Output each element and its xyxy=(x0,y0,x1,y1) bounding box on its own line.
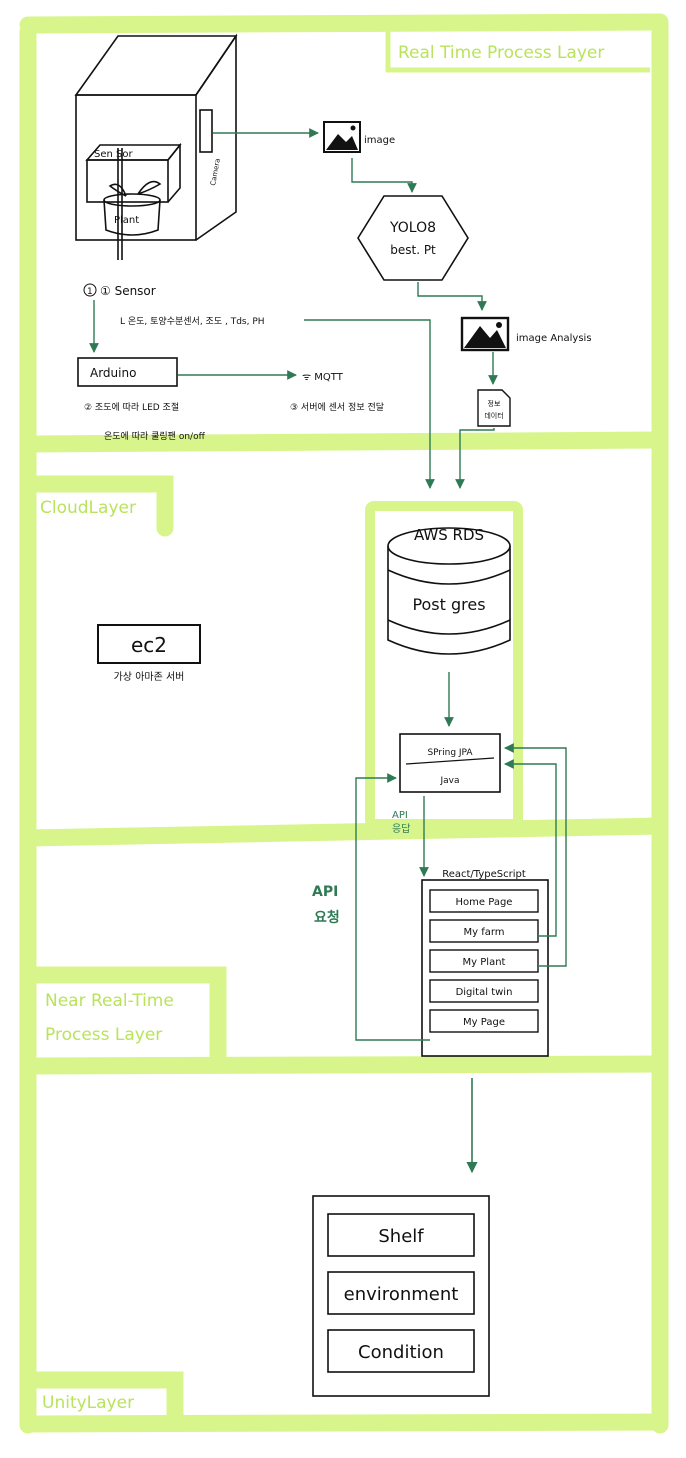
layer-label-near-real-time-2: Process Layer xyxy=(45,1025,162,1045)
separator-cloud-nearrt xyxy=(19,817,669,847)
separator-realtime-cloud xyxy=(19,431,669,453)
unity-item-environment xyxy=(327,1271,475,1315)
arrow-mypage-request xyxy=(355,773,430,1041)
camera-label: Camera xyxy=(209,158,222,186)
page-button-label: My farm xyxy=(463,927,504,938)
layer-label-unity: UnityLayer xyxy=(42,1393,134,1413)
separator-nearrt-unity xyxy=(19,1055,669,1075)
image-icon xyxy=(323,121,361,153)
info-doc-line1: 정보 xyxy=(488,399,501,408)
layer-label-near-real-time-1: Near Real-Time xyxy=(45,991,174,1011)
step1-marker-icon xyxy=(83,283,97,297)
info-doc-line2: 데이터 xyxy=(484,411,503,420)
analysis-label: image Analysis xyxy=(516,333,592,344)
spring-divider xyxy=(405,757,495,765)
api-response-line2: 응답 xyxy=(392,823,410,835)
page-button-label: My Page xyxy=(463,1017,505,1028)
frontend-title: React/TypeScript xyxy=(442,869,526,880)
step1-label: ① Sensor xyxy=(100,284,156,298)
spring-bottom-label: Java xyxy=(439,776,459,786)
layer-label-real-time: Real Time Process Layer xyxy=(398,43,604,63)
unity-item-label: environment xyxy=(344,1284,459,1305)
page-button-home-page[interactable] xyxy=(429,889,539,913)
sensor-list: L 온도, 토양수분센서, 조도 , Tds, PH xyxy=(120,316,265,327)
frame-top-band xyxy=(19,13,669,34)
arduino-box xyxy=(77,357,178,387)
page-button-label: Home Page xyxy=(456,897,513,908)
hardware-cabinet xyxy=(74,33,238,260)
sensor-box-label: Sen Sor xyxy=(94,149,133,160)
unity-label-tab xyxy=(23,1371,184,1429)
plant-label: Plant xyxy=(114,215,139,226)
arrow-image-to-yolo xyxy=(351,158,417,193)
camera-window xyxy=(199,109,213,153)
realtime-label-tab xyxy=(385,30,650,73)
database-cylinder-icon xyxy=(387,527,511,655)
unity-item-label: Condition xyxy=(358,1342,444,1363)
mqtt-label: ᯤ MQTT xyxy=(302,372,344,383)
api-request-line1: API xyxy=(312,884,338,900)
step2-line1: ② 조도에 따라 LED 조절 xyxy=(84,401,179,413)
ec2-caption: 가상 아마존 서버 xyxy=(114,671,185,683)
yolo-model-hexagon xyxy=(357,195,469,281)
step1-num: 1 xyxy=(87,287,93,297)
image-label: image xyxy=(364,135,395,146)
ec2-box xyxy=(97,624,201,664)
yolo-name: YOLO8 xyxy=(389,220,436,236)
arrow-doc-to-rds xyxy=(455,428,495,489)
page-button-label: Digital twin xyxy=(456,987,513,998)
spring-box xyxy=(399,733,501,793)
page-button-my-plant[interactable] xyxy=(429,949,539,973)
api-response-line1: API xyxy=(392,810,408,821)
frame-bottom-band xyxy=(19,1413,669,1433)
layer-label-cloud: CloudLayer xyxy=(40,498,136,518)
cloud-label-tab xyxy=(23,475,174,537)
step3-label: ③ 서버에 센서 정보 전달 xyxy=(290,401,384,413)
arduino-label: Arduino xyxy=(90,366,136,380)
spring-top-label: SPring JPA xyxy=(427,748,473,758)
postgres-label: Post gres xyxy=(412,595,485,614)
page-button-label: My Plant xyxy=(463,957,506,968)
arrow-myfarm-request xyxy=(504,759,557,937)
step2-line2: 온도에 따라 쿨링팬 on/off xyxy=(104,430,206,442)
aws-rds-label: AWS RDS xyxy=(414,526,484,544)
yolo-weights: best. Pt xyxy=(390,243,436,257)
layer-frame xyxy=(19,13,669,1434)
unity-item-condition xyxy=(327,1329,475,1373)
arrow-myplant-request xyxy=(504,743,567,967)
page-button-digital-twin[interactable] xyxy=(429,979,539,1003)
page-button-my-page[interactable] xyxy=(429,1009,539,1033)
unity-item-shelf xyxy=(327,1213,475,1257)
arrow-sensor-to-rds xyxy=(304,319,435,489)
api-request-line2: 요청 xyxy=(314,910,340,926)
unity-item-label: Shelf xyxy=(378,1226,424,1247)
info-document-icon xyxy=(477,389,511,427)
nearrt-label-tab xyxy=(23,966,227,1071)
page-button-my-farm[interactable] xyxy=(429,919,539,943)
arrow-yolo-to-analysis xyxy=(417,282,487,311)
ec2-label: ec2 xyxy=(131,633,167,657)
analysis-image-icon xyxy=(460,316,510,352)
cloud-group-frame xyxy=(365,501,523,829)
